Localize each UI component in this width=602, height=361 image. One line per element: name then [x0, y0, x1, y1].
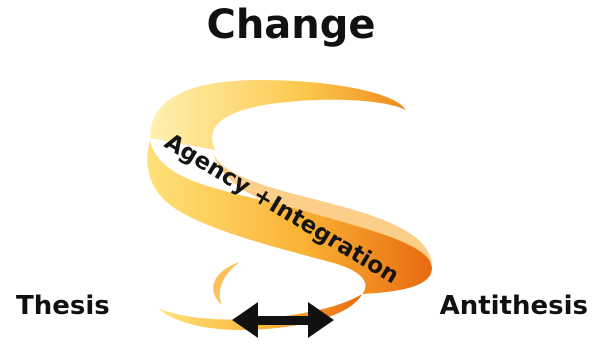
ribbon-lower-fold: [213, 262, 240, 305]
thesis-label: Thesis: [16, 291, 110, 321]
antithesis-label: Antithesis: [439, 291, 588, 321]
ribbon-top-curl: [150, 80, 406, 150]
double-headed-arrow-icon: [232, 302, 334, 338]
ribbon-main-band: [147, 140, 433, 294]
ribbon-inner-shade: [212, 150, 432, 264]
diagram-title: Change: [206, 2, 376, 48]
